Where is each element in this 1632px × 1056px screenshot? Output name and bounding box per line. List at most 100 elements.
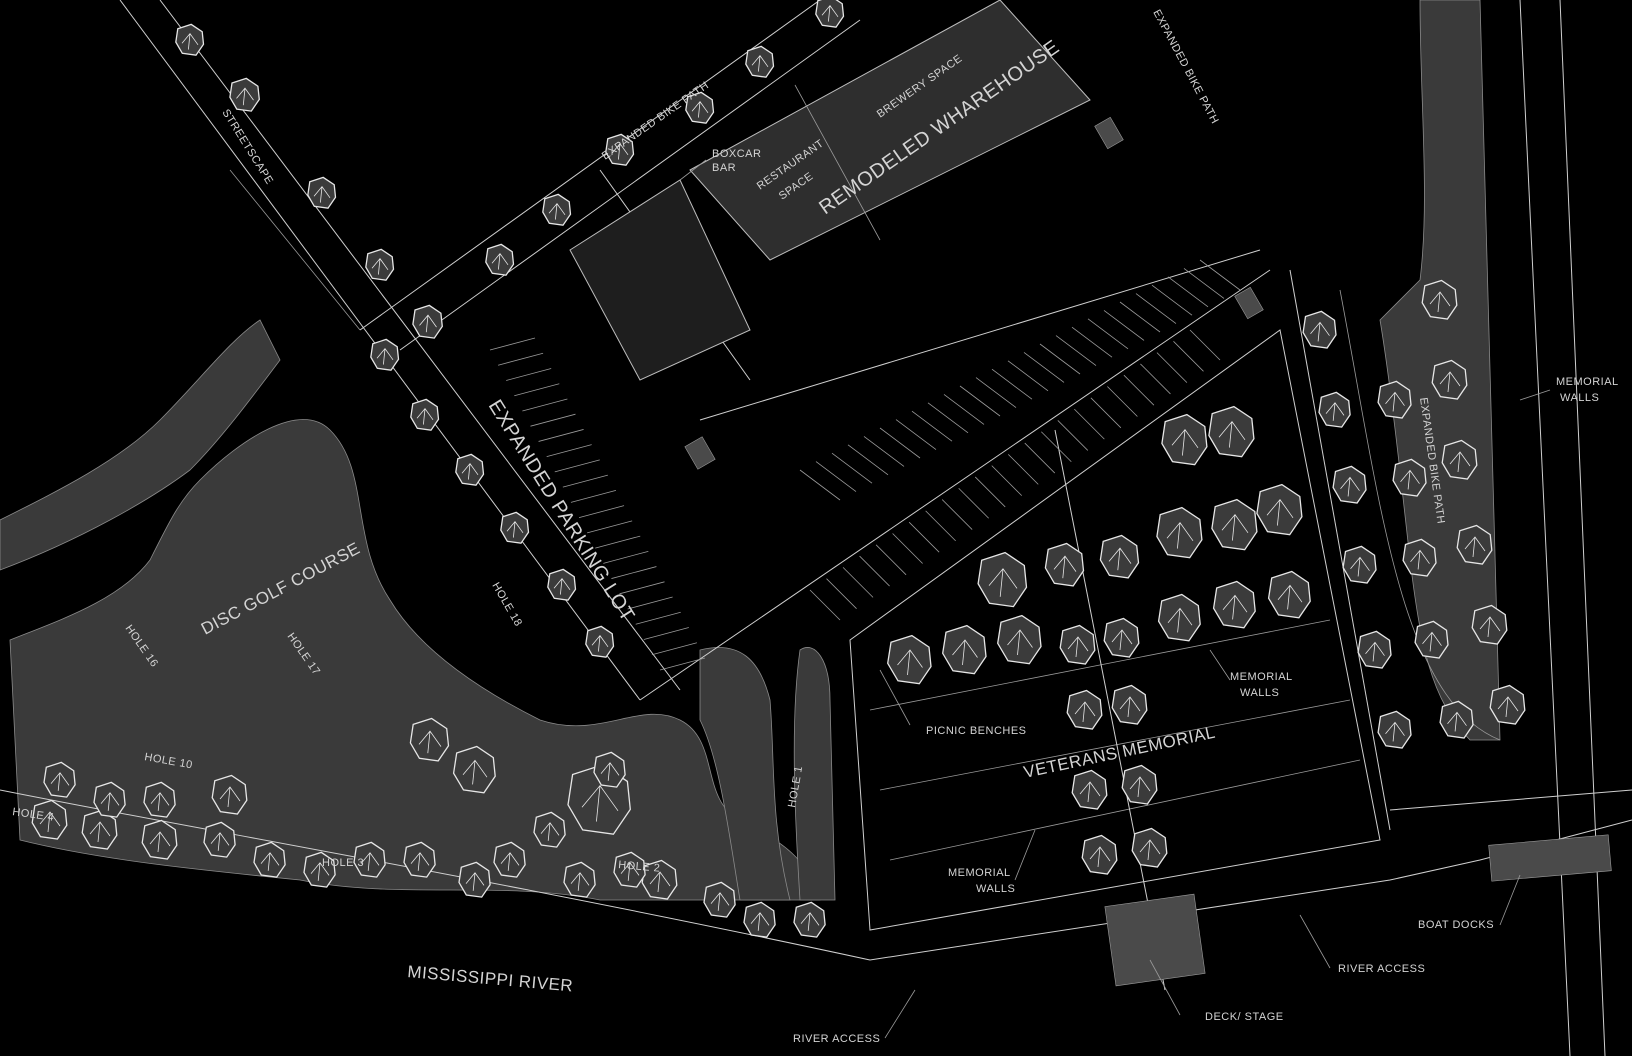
deck-axis bbox=[1054, 429, 1166, 991]
tree-icon bbox=[143, 781, 176, 818]
parking-stripe bbox=[1039, 343, 1081, 375]
tree-icon bbox=[1377, 380, 1412, 419]
tree-icon bbox=[1157, 593, 1201, 642]
label-memorial-walls-center-2: WALLS bbox=[1240, 687, 1279, 699]
tree-icon bbox=[605, 133, 635, 166]
tree-icon bbox=[1332, 465, 1367, 504]
tree-icon bbox=[1302, 310, 1337, 349]
parking-stripe bbox=[875, 544, 907, 576]
tree-icon bbox=[703, 881, 736, 918]
parking-stripe bbox=[927, 402, 969, 434]
label-hole-2: HOLE 2 bbox=[618, 859, 661, 875]
parking-stripe bbox=[1007, 360, 1049, 392]
memorial-inner-line bbox=[1289, 269, 1391, 831]
tree-icon bbox=[303, 851, 336, 888]
label-boxcar-bar-1: BOXCAR bbox=[712, 148, 761, 160]
memorial-wall-3 bbox=[879, 699, 1351, 791]
label-boat-docks: BOAT DOCKS bbox=[1418, 919, 1494, 931]
tree-icon bbox=[43, 761, 76, 798]
tree-icon bbox=[307, 176, 337, 209]
leader-lines bbox=[679, 159, 1551, 1039]
parking-edge-2 bbox=[699, 249, 1261, 421]
parking-stripe bbox=[895, 419, 937, 450]
leader-memorial-right bbox=[1519, 389, 1551, 401]
leader-memorial-lower bbox=[1014, 829, 1036, 881]
parking-stripe bbox=[863, 436, 905, 467]
parking-stripe bbox=[1007, 454, 1039, 485]
parking-stripe bbox=[941, 499, 973, 530]
tree-icon bbox=[1402, 538, 1437, 577]
parking-stripe bbox=[595, 535, 641, 549]
parking-stripe bbox=[1055, 335, 1097, 366]
tree-icon bbox=[793, 901, 826, 938]
tree-icon bbox=[81, 809, 118, 850]
parking-stripe bbox=[991, 465, 1023, 496]
parking-stripe bbox=[506, 368, 552, 381]
streetscape-inner bbox=[229, 169, 361, 331]
parking-stripe bbox=[538, 429, 584, 442]
leader-boat bbox=[1499, 874, 1521, 926]
tree-icon bbox=[1414, 620, 1449, 659]
parking-stripe bbox=[570, 489, 617, 503]
tree-icon bbox=[1489, 684, 1526, 725]
trees bbox=[31, 0, 1526, 938]
label-picnic-benches: PICNIC BENCHES bbox=[926, 725, 1027, 737]
tree-icon bbox=[458, 861, 491, 898]
parking-stripe bbox=[1119, 301, 1161, 333]
parking-stripe bbox=[1173, 341, 1204, 372]
parking-stripe bbox=[1071, 326, 1113, 358]
leader-picnic bbox=[879, 669, 911, 726]
leader-river-right bbox=[1299, 914, 1331, 969]
tree-icon bbox=[412, 304, 443, 339]
label-boxcar-bar-2: BAR bbox=[712, 162, 736, 174]
tree-icon bbox=[1441, 439, 1478, 480]
tree-icon bbox=[175, 23, 205, 56]
hole-1-vegetation bbox=[793, 647, 836, 901]
tree-icon bbox=[229, 77, 260, 112]
tree-icon bbox=[1081, 834, 1118, 875]
tree-icon bbox=[1131, 827, 1168, 868]
parking-stripe bbox=[497, 352, 544, 366]
tree-icon bbox=[743, 901, 776, 938]
parking-stripe bbox=[643, 627, 689, 640]
tree-icon bbox=[1211, 498, 1258, 551]
parking-stripe bbox=[975, 377, 1017, 408]
parking-stripe bbox=[1199, 259, 1241, 291]
tree-icon bbox=[547, 568, 577, 601]
parking-stripe bbox=[635, 611, 681, 625]
parking-stripe bbox=[958, 487, 989, 519]
tree-icon bbox=[455, 453, 485, 486]
parking-stripe bbox=[554, 459, 600, 473]
memorial-boundary bbox=[849, 329, 1381, 931]
tree-icon bbox=[977, 551, 1028, 608]
parking-stripe bbox=[627, 596, 673, 610]
parking-stripe bbox=[1074, 408, 1105, 440]
parking-stripe bbox=[826, 578, 857, 609]
label-memorial-walls-lower-2: WALLS bbox=[976, 883, 1015, 895]
tree-icon bbox=[485, 243, 515, 276]
label-river-access-right: RIVER ACCESS bbox=[1338, 963, 1425, 975]
parking-stripe bbox=[546, 444, 592, 458]
parking-stripe bbox=[879, 427, 921, 459]
parking-stripe bbox=[587, 520, 633, 534]
parking-stripe bbox=[809, 589, 841, 621]
parking-stripe bbox=[1087, 318, 1129, 350]
label-memorial-walls-right-2: WALLS bbox=[1560, 392, 1599, 404]
parking-stripe bbox=[659, 657, 706, 671]
parking-stripe bbox=[651, 642, 698, 656]
tree-icon bbox=[93, 781, 126, 818]
tree-icon bbox=[1111, 684, 1148, 725]
parking-stripe bbox=[831, 452, 873, 484]
tree-icon bbox=[1256, 483, 1303, 536]
tree-icon bbox=[745, 45, 775, 78]
tree-icon bbox=[1066, 689, 1103, 730]
tree-icon bbox=[1208, 405, 1255, 458]
tree-icon bbox=[1357, 630, 1392, 669]
parking-stripe bbox=[489, 337, 536, 351]
parking-stripe bbox=[847, 444, 889, 476]
tree-icon bbox=[585, 625, 615, 658]
memorial-wall-2 bbox=[889, 759, 1361, 861]
parking-stripe bbox=[943, 394, 985, 425]
